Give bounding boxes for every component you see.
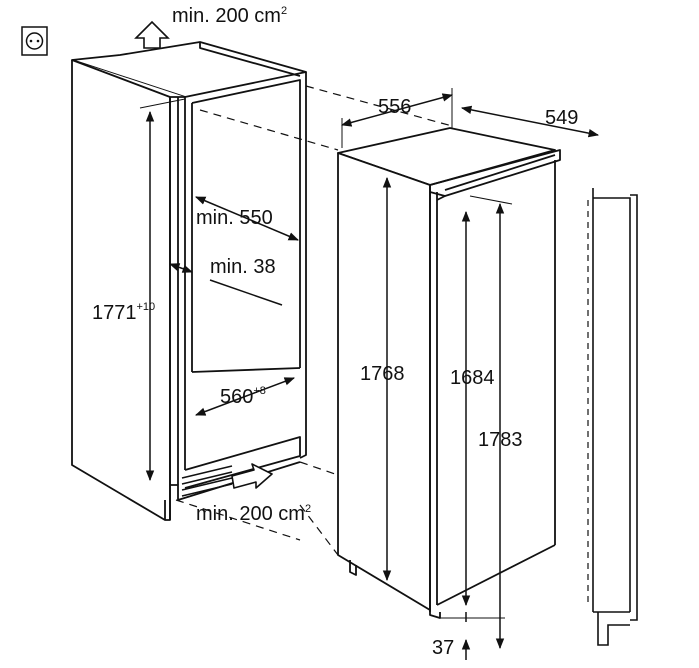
appliance-height-label: 1768 <box>360 363 405 385</box>
arrow-right-icon <box>231 463 273 489</box>
plinth-height-label: 37 <box>432 637 454 659</box>
niche-width-label: 560+8 <box>220 385 266 408</box>
niche-cabinet <box>71 41 307 521</box>
gap-label: min. 38 <box>210 256 276 278</box>
total-height-label: 1783 <box>478 429 523 451</box>
side-profile <box>592 188 638 646</box>
appliance-width-label: 556 <box>378 96 411 118</box>
vent-bottom-label: min. 200 cm2 <box>196 503 311 525</box>
door-height-label: 1684 <box>450 367 495 389</box>
niche-dimensions <box>139 98 299 482</box>
niche-height-label: 1771+10 <box>92 301 155 324</box>
power-socket-icon <box>21 26 48 56</box>
vent-top-label: min. 200 cm2 <box>172 5 287 27</box>
bottom-vent <box>181 465 233 497</box>
appliance-dimensions <box>340 88 600 660</box>
niche-depth-label: min. 550 <box>196 207 273 229</box>
arrow-up-icon <box>134 20 170 49</box>
appliance-depth-label: 549 <box>545 107 578 129</box>
